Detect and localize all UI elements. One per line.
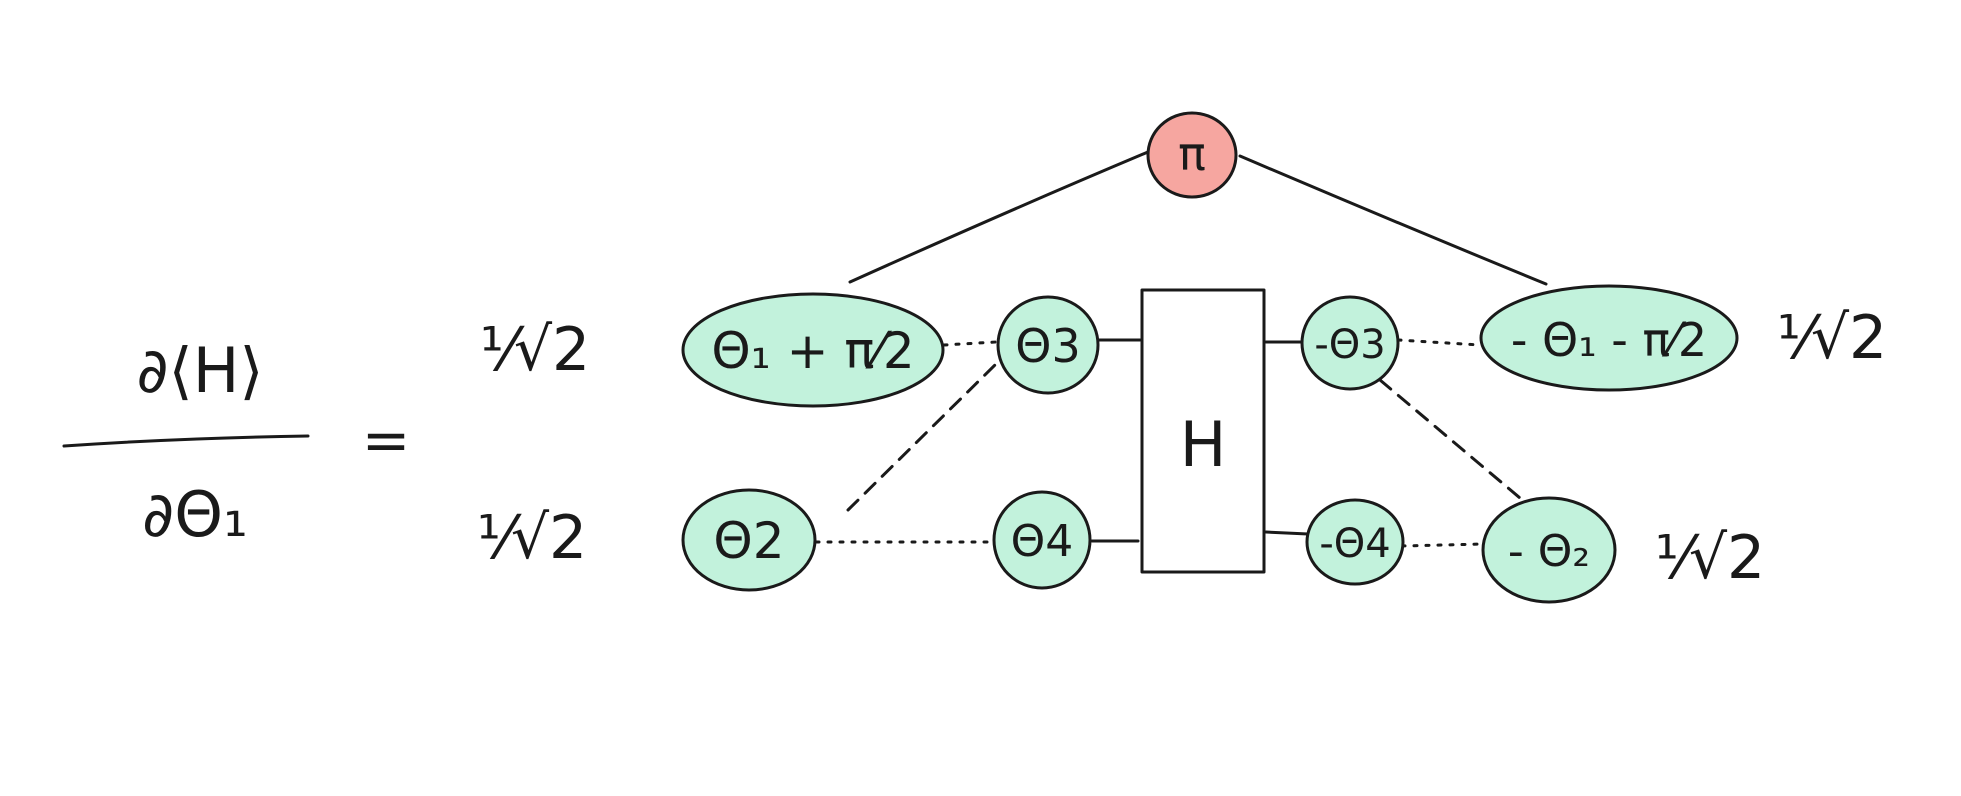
node-neg-theta1-minus-label: - Θ₁ - π⁄2 <box>1511 313 1707 367</box>
hamiltonian-box-label: H <box>1180 408 1227 481</box>
edge-pi-right <box>1238 154 1548 286</box>
node-neg-theta1-minus: - Θ₁ - π⁄2 <box>1479 284 1739 392</box>
node-neg-theta3-label: -Θ3 <box>1314 322 1385 368</box>
edge-pi-left <box>848 150 1150 284</box>
node-neg-theta4-label: -Θ4 <box>1319 521 1390 567</box>
node-theta2: Θ2 <box>681 488 817 592</box>
node-theta3-label: Θ3 <box>1015 319 1080 373</box>
node-theta2-label: Θ2 <box>713 512 784 570</box>
node-theta4-label: Θ4 <box>1011 516 1074 567</box>
edge-negtheta4-negtheta2 <box>1400 542 1486 548</box>
node-theta3: Θ3 <box>996 295 1100 395</box>
node-neg-theta2-label: - Θ₂ <box>1508 526 1590 577</box>
lhs-numerator: ∂⟨H⟩ <box>136 334 263 407</box>
node-neg-theta2: - Θ₂ <box>1481 496 1617 604</box>
hamiltonian-box: H <box>1140 288 1266 574</box>
node-neg-theta3: -Θ3 <box>1300 295 1400 391</box>
node-neg-theta1-minus-shape <box>1479 284 1739 392</box>
node-theta2-shape <box>681 488 817 592</box>
equals-sign: = <box>362 406 411 474</box>
edges <box>814 150 1548 548</box>
amplitude-bottom-left: ¹⁄√2 <box>477 503 587 573</box>
amplitude-bottom-right: ¹⁄√2 <box>1655 523 1765 593</box>
node-neg-theta4-shape <box>1305 498 1405 586</box>
edge-negtheta3-negtheta2 <box>1378 378 1522 500</box>
edge-theta2-theta3 <box>846 360 1000 512</box>
node-neg-theta4: -Θ4 <box>1305 498 1405 586</box>
hamiltonian-box-shape <box>1140 288 1266 574</box>
node-pi-label: π <box>1178 127 1206 181</box>
edge-negtheta3-negtheta1 <box>1396 338 1482 347</box>
lhs-denominator: ∂Θ₁ <box>142 478 248 551</box>
node-neg-theta3-shape <box>1300 295 1400 391</box>
amplitude-top-left: ¹⁄√2 <box>480 315 590 385</box>
node-pi: π <box>1146 111 1238 199</box>
wire-box-negtheta4 <box>1264 530 1310 536</box>
node-theta4: Θ4 <box>992 490 1092 590</box>
node-neg-theta2-shape <box>1481 496 1617 604</box>
node-theta1-plus-label: Θ₁ + π⁄2 <box>711 322 914 380</box>
lhs-fraction: ∂⟨H⟩ ∂Θ₁ <box>62 334 310 551</box>
amplitude-top-right: ¹⁄√2 <box>1777 303 1887 373</box>
fraction-bar <box>62 434 310 448</box>
node-pi-shape <box>1146 111 1238 199</box>
node-theta3-shape <box>996 295 1100 395</box>
node-theta4-shape <box>992 490 1092 590</box>
node-theta1-plus-shape <box>681 292 945 408</box>
node-theta1-plus: Θ₁ + π⁄2 <box>681 292 945 408</box>
edge-theta1-theta3 <box>942 340 998 347</box>
